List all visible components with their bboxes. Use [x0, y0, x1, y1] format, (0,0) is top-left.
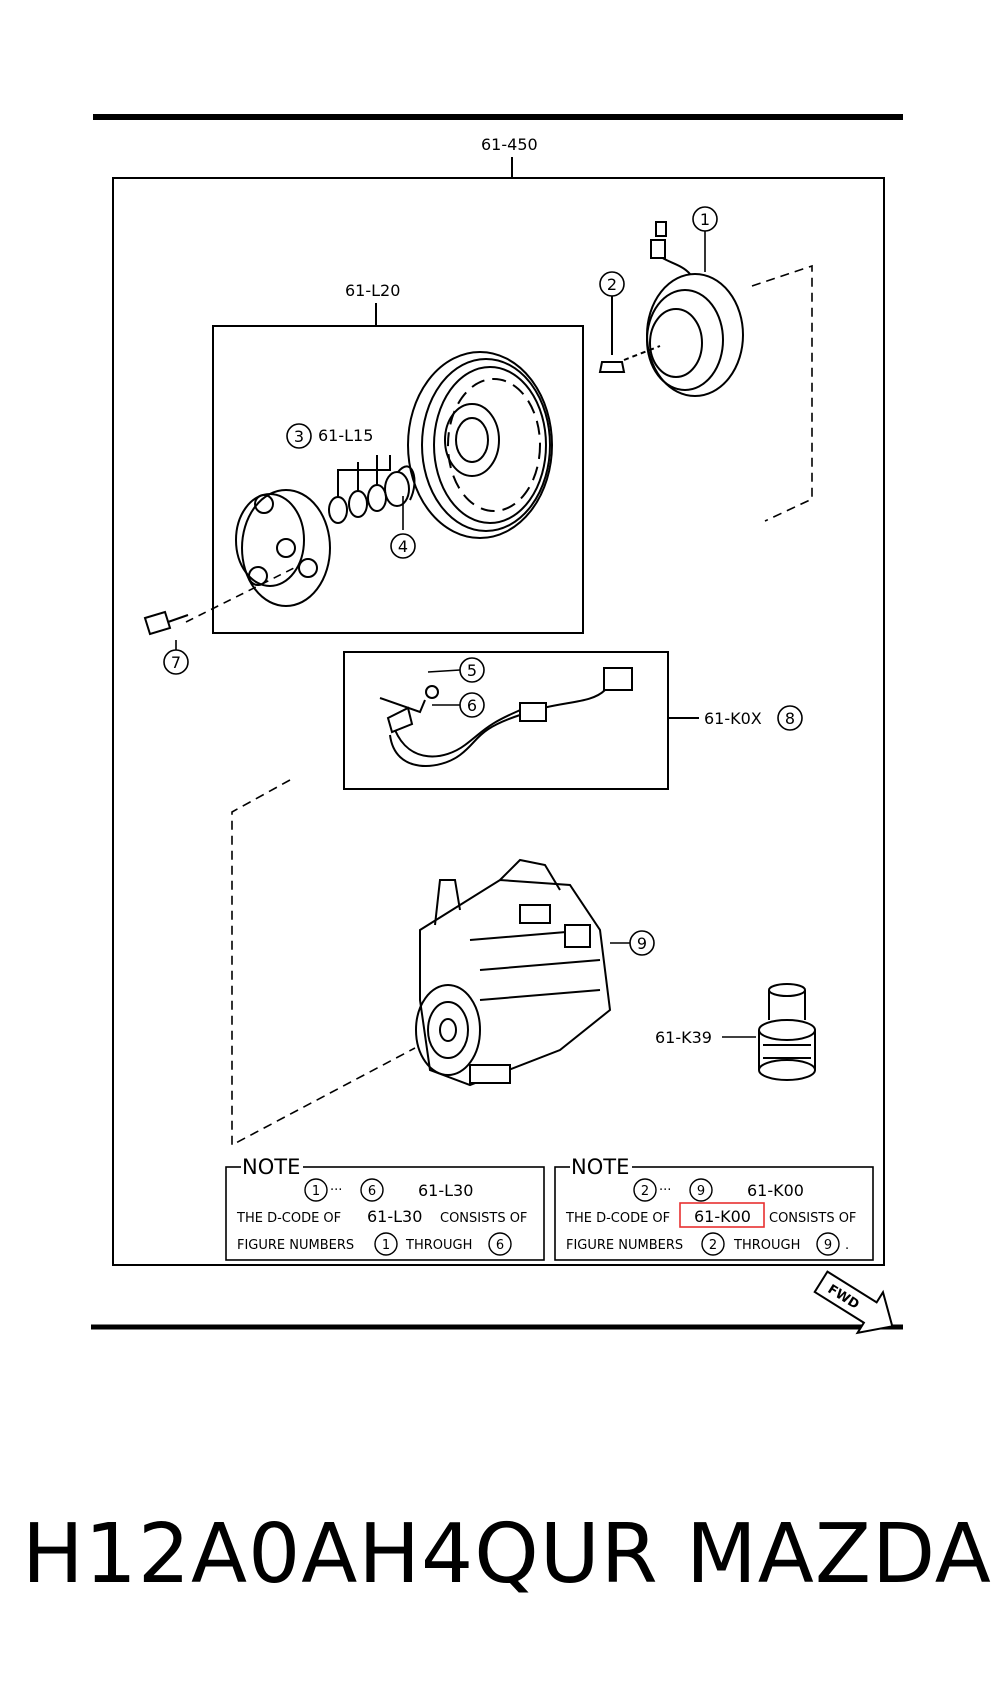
svg-text:THE D-CODE OF: THE D-CODE OF [236, 1211, 341, 1226]
shims-drawing [328, 455, 416, 524]
svg-text:9: 9 [697, 1184, 705, 1199]
svg-text:NOTE: NOTE [571, 1155, 629, 1179]
compressor-drawing [415, 858, 612, 1087]
svg-text:···: ··· [330, 1183, 342, 1198]
callout-4: 4 [390, 533, 416, 559]
callout-2: 2 [599, 271, 625, 297]
svg-text:6: 6 [467, 696, 477, 715]
callout-6: 6 [432, 692, 485, 718]
svg-text:CONSISTS OF: CONSISTS OF [769, 1211, 856, 1226]
svg-text:8: 8 [785, 709, 795, 728]
svg-text:1: 1 [312, 1184, 320, 1199]
svg-text:1: 1 [700, 210, 710, 229]
guide-line-compressor [231, 779, 416, 1147]
svg-text:FIGURE NUMBERS: FIGURE NUMBERS [237, 1238, 354, 1253]
harness-code: 61-K0X [704, 709, 762, 728]
callout-7: 7 [163, 649, 189, 675]
svg-text:NOTE: NOTE [242, 1155, 300, 1179]
svg-text:THROUGH: THROUGH [733, 1238, 800, 1253]
svg-text:61-K00: 61-K00 [694, 1207, 751, 1226]
bushing-drawing [758, 983, 816, 1081]
svg-text:CONSISTS OF: CONSISTS OF [440, 1211, 527, 1226]
callout-1: 1 [692, 206, 718, 272]
guide-line-coil [751, 264, 813, 522]
harness-drawing [379, 667, 633, 767]
svg-text:.: . [845, 1238, 849, 1253]
fwd-arrow-icon: FWD [813, 1270, 894, 1335]
svg-text:FIGURE NUMBERS: FIGURE NUMBERS [566, 1238, 683, 1253]
brand-name: MAZDA [686, 1507, 991, 1602]
part-number: H12A0AH4QUR [22, 1507, 659, 1602]
pulley-group-code: 61-L20 [345, 281, 400, 300]
svg-text:9: 9 [824, 1238, 832, 1253]
svg-text:2: 2 [709, 1238, 717, 1253]
svg-text:61-K00: 61-K00 [747, 1181, 804, 1200]
svg-text:61-L30: 61-L30 [367, 1207, 422, 1226]
svg-text:61-L30: 61-L30 [418, 1181, 473, 1200]
note-right: NOTE 2 ··· 9 61-K00 THE D-CODE OF 61-K00… [554, 1154, 874, 1261]
callout-3: 3 [286, 423, 312, 449]
callout-8: 8 [777, 705, 803, 731]
harness-box [343, 651, 669, 790]
svg-text:5: 5 [467, 661, 477, 680]
svg-text:4: 4 [398, 537, 408, 556]
clutch-coil-drawing [646, 221, 744, 397]
svg-text:···: ··· [659, 1183, 671, 1198]
svg-text:3: 3 [294, 427, 304, 446]
plate-guide [185, 564, 301, 623]
center-bolt-drawing [143, 610, 189, 636]
shim-code: 61-L15 [318, 426, 373, 445]
assembly-frame [112, 177, 885, 1266]
svg-text:9: 9 [637, 934, 647, 953]
svg-text:7: 7 [171, 653, 181, 672]
svg-text:2: 2 [641, 1184, 649, 1199]
pressure-plate-drawing [235, 489, 331, 607]
svg-text:6: 6 [368, 1184, 376, 1199]
pulley-drawing [407, 351, 553, 539]
svg-text:THROUGH: THROUGH [405, 1238, 472, 1253]
svg-text:2: 2 [607, 275, 617, 294]
assembly-code: 61-450 [481, 135, 538, 154]
parts-diagram: 61-450 61-L20 [91, 114, 903, 1335]
coil-bolt-drawing [598, 290, 661, 373]
highlight-box [679, 1202, 765, 1228]
callout-9: 9 [629, 930, 655, 956]
svg-text:THE D-CODE OF: THE D-CODE OF [565, 1211, 670, 1226]
footer-caption: H12A0AH4QUR MAZDA [0, 1505, 991, 1625]
pulley-group-box [212, 325, 584, 634]
callout-5: 5 [427, 657, 485, 683]
svg-text:1: 1 [382, 1238, 390, 1253]
note-left: NOTE 1 ··· 6 61-L30 THE D-CODE OF 61-L30… [225, 1154, 545, 1261]
svg-text:6: 6 [496, 1238, 504, 1253]
bushing-code: 61-K39 [655, 1028, 712, 1047]
